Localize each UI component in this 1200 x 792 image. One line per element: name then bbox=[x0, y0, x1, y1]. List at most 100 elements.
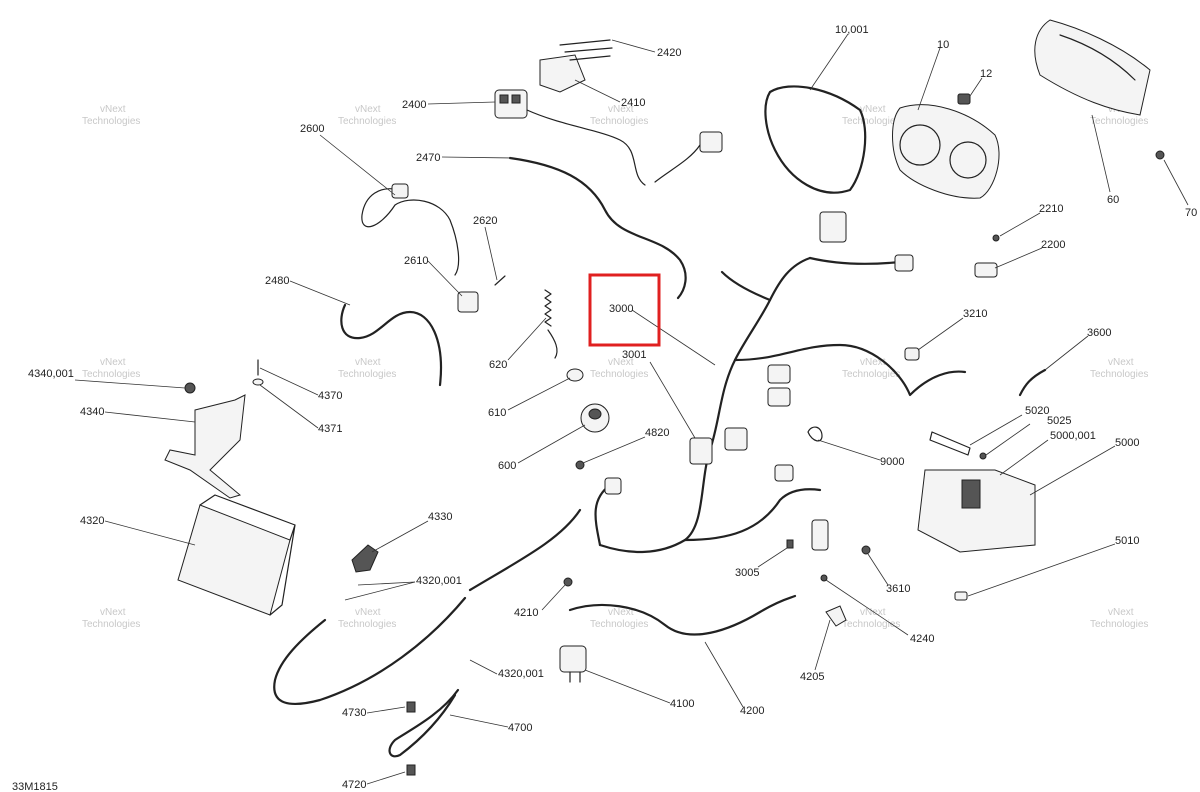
part-nut-4210[interactable] bbox=[563, 577, 573, 587]
label-9000[interactable]: 9000 bbox=[880, 456, 904, 468]
part-fusebox-5000[interactable] bbox=[917, 469, 1036, 553]
label-610[interactable]: 610 bbox=[488, 407, 506, 419]
part-sensor-2200[interactable] bbox=[974, 262, 998, 278]
label-4370[interactable]: 4370 bbox=[318, 390, 342, 402]
part-bracket-4340[interactable] bbox=[164, 394, 246, 499]
part-spring-620[interactable] bbox=[544, 289, 558, 359]
label-4200[interactable]: 4200 bbox=[740, 705, 764, 717]
part-strap-4700[interactable] bbox=[388, 688, 460, 758]
label-4340[interactable]: 4340 bbox=[80, 406, 104, 418]
label-2420[interactable]: 2420 bbox=[657, 47, 681, 59]
label-4320001-b[interactable]: 4320,001 bbox=[498, 668, 544, 680]
label-3600[interactable]: 3600 bbox=[1087, 327, 1111, 339]
label-4320001-a[interactable]: 4320,001 bbox=[416, 575, 462, 587]
part-5010[interactable] bbox=[954, 591, 968, 601]
label-4100[interactable]: 4100 bbox=[670, 698, 694, 710]
label-10001[interactable]: 10,001 bbox=[835, 24, 869, 36]
part-nut-4730[interactable] bbox=[406, 701, 416, 713]
label-4240[interactable]: 4240 bbox=[910, 633, 934, 645]
part-battery-cable-2[interactable] bbox=[468, 508, 582, 592]
part-cluster-10[interactable] bbox=[892, 104, 1000, 199]
part-solenoid-4100[interactable] bbox=[559, 645, 587, 683]
part-cable-2470[interactable] bbox=[508, 156, 687, 300]
part-battery-4320[interactable] bbox=[177, 494, 296, 616]
label-70[interactable]: 70 bbox=[1185, 207, 1197, 219]
label-2410[interactable]: 2410 bbox=[621, 97, 645, 109]
part-cable-2480[interactable] bbox=[340, 303, 443, 387]
label-3000[interactable]: 3000 bbox=[609, 303, 633, 315]
part-nut-70[interactable] bbox=[1155, 150, 1165, 160]
label-2210[interactable]: 2210 bbox=[1039, 203, 1063, 215]
part-nut-4720[interactable] bbox=[406, 764, 416, 776]
label-620[interactable]: 620 bbox=[489, 359, 507, 371]
part-3210[interactable] bbox=[904, 347, 920, 361]
label-2610[interactable]: 2610 bbox=[404, 255, 428, 267]
part-nut-4340001[interactable] bbox=[184, 382, 196, 394]
part-tie-9000[interactable] bbox=[807, 426, 823, 442]
part-screw-2210[interactable] bbox=[992, 234, 1000, 242]
part-switch-2400[interactable] bbox=[494, 89, 646, 186]
part-ring-610[interactable] bbox=[566, 368, 584, 382]
label-5010[interactable]: 5010 bbox=[1115, 535, 1139, 547]
part-12[interactable] bbox=[957, 93, 971, 105]
svg-text:Technologies: Technologies bbox=[842, 116, 900, 127]
label-60[interactable]: 60 bbox=[1107, 194, 1119, 206]
label-5020[interactable]: 5020 bbox=[1025, 405, 1049, 417]
label-3210[interactable]: 3210 bbox=[963, 308, 987, 320]
part-2610[interactable] bbox=[457, 291, 479, 313]
part-cable-2600[interactable] bbox=[361, 183, 460, 276]
part-cover-4330[interactable] bbox=[351, 544, 379, 573]
part-housing-60[interactable] bbox=[1034, 19, 1151, 116]
label-2400[interactable]: 2400 bbox=[402, 99, 426, 111]
part-harness-3000[interactable] bbox=[594, 211, 967, 553]
label-12[interactable]: 12 bbox=[980, 68, 992, 80]
label-3005[interactable]: 3005 bbox=[735, 567, 759, 579]
label-2480[interactable]: 2480 bbox=[265, 275, 289, 287]
part-cover-2410[interactable] bbox=[539, 39, 613, 93]
part-clip-3005[interactable] bbox=[786, 539, 794, 549]
part-connector-2470[interactable] bbox=[654, 131, 723, 183]
label-4820[interactable]: 4820 bbox=[645, 427, 669, 439]
label-4330[interactable]: 4330 bbox=[428, 511, 452, 523]
part-washer-4371[interactable] bbox=[252, 378, 264, 386]
part-4205[interactable] bbox=[825, 605, 847, 627]
part-cable-4200[interactable] bbox=[568, 594, 797, 636]
label-2600[interactable]: 2600 bbox=[300, 123, 324, 135]
svg-text:Technologies: Technologies bbox=[1090, 116, 1148, 127]
part-nut-4820[interactable] bbox=[575, 460, 585, 470]
label-5000001[interactable]: 5000,001 bbox=[1050, 430, 1096, 442]
label-4205[interactable]: 4205 bbox=[800, 671, 824, 683]
label-4320[interactable]: 4320 bbox=[80, 515, 104, 527]
part-nut-4240[interactable] bbox=[820, 574, 828, 582]
label-4730[interactable]: 4730 bbox=[342, 707, 366, 719]
label-4700[interactable]: 4700 bbox=[508, 722, 532, 734]
label-10[interactable]: 10 bbox=[937, 39, 949, 51]
part-bezel-10001[interactable] bbox=[764, 85, 867, 194]
label-3610[interactable]: 3610 bbox=[886, 583, 910, 595]
label-4720[interactable]: 4720 bbox=[342, 779, 366, 791]
label-5025[interactable]: 5025 bbox=[1047, 415, 1071, 427]
label-4210[interactable]: 4210 bbox=[514, 607, 538, 619]
part-cable-3600[interactable] bbox=[1018, 368, 1047, 397]
label-2470[interactable]: 2470 bbox=[416, 152, 440, 164]
label-2620[interactable]: 2620 bbox=[473, 215, 497, 227]
label-2200[interactable]: 2200 bbox=[1041, 239, 1065, 251]
part-bracket-5020[interactable] bbox=[929, 431, 971, 456]
label-4340001[interactable]: 4340,001 bbox=[28, 368, 74, 380]
part-screw-3610[interactable] bbox=[861, 545, 871, 555]
part-key-600[interactable] bbox=[580, 403, 610, 433]
label-600[interactable]: 600 bbox=[498, 460, 516, 472]
label-3001[interactable]: 3001 bbox=[622, 349, 646, 361]
part-2620[interactable] bbox=[494, 275, 506, 286]
label-5000[interactable]: 5000 bbox=[1115, 437, 1139, 449]
part-screw-5025[interactable] bbox=[979, 452, 987, 460]
label-4371[interactable]: 4371 bbox=[318, 423, 342, 435]
part-battery-cable[interactable] bbox=[273, 596, 467, 706]
